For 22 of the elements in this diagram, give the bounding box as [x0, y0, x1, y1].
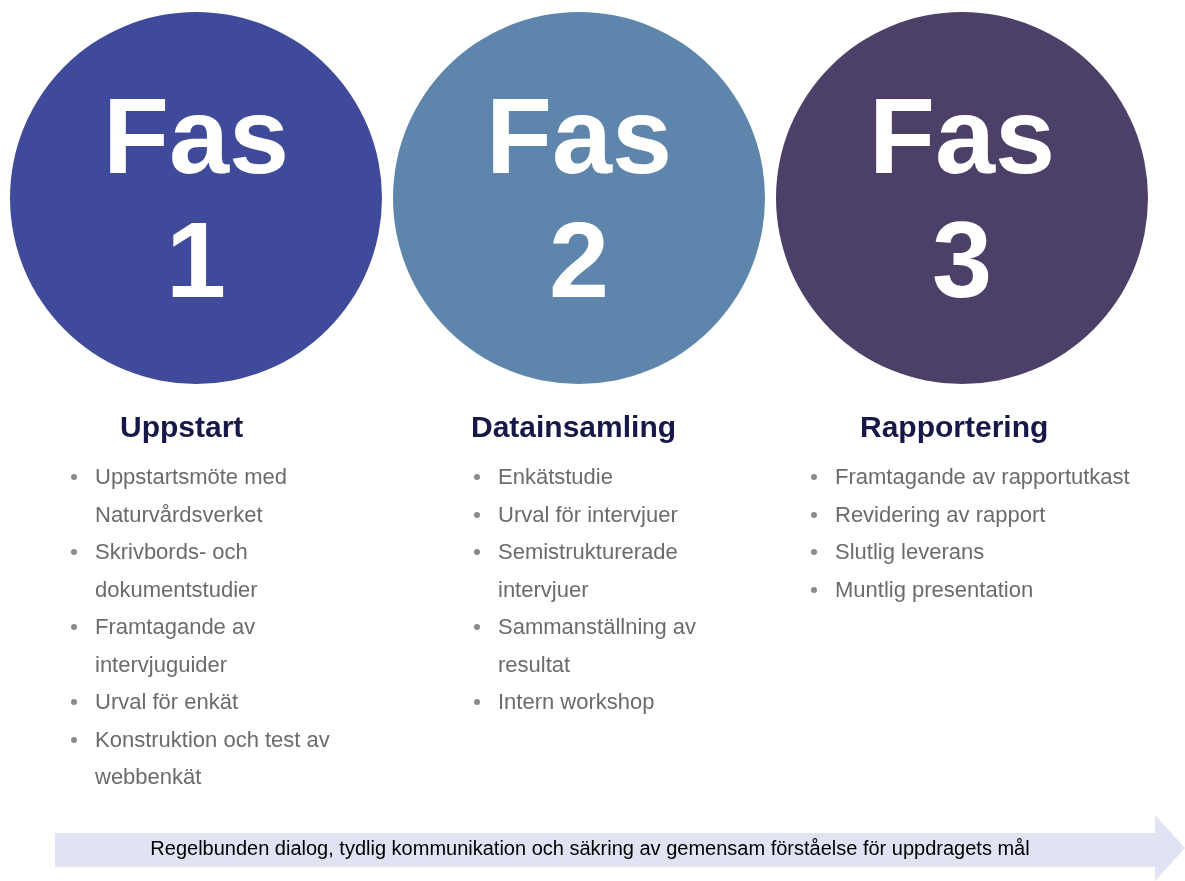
bullet-item: Muntlig presentation	[835, 576, 1034, 602]
bullet-item: Intern workshop	[498, 689, 655, 714]
phase-label: Fas 1	[101, 74, 291, 322]
phase-label: Fas 2	[484, 74, 674, 322]
arrow-band	[55, 815, 1185, 881]
bullet-item: Urval för enkät	[95, 689, 239, 714]
bullet-item: Sammanställning av resultat	[498, 614, 697, 677]
bullet-item: Semistrukturerade intervjuer	[498, 539, 678, 602]
bullet-item: Framtagande av rapportutkast	[835, 464, 1130, 489]
bullet-item: Revidering av rapport	[835, 501, 1046, 527]
bullet-item: Urval för intervjuer	[498, 501, 678, 527]
bullet-item: Framtagande av intervjuguider	[95, 614, 256, 677]
bullet-item: Uppstartsmöte med Naturvårdsverket	[95, 464, 287, 527]
phase-heading: Uppstart	[119, 410, 245, 444]
phase-heading: Datainsamling	[471, 410, 678, 444]
bullet-item: Skrivbords- och dokumentstudier	[95, 539, 258, 602]
bullet-item: Konstruktion och test av webbenkät	[95, 726, 330, 789]
phase-label: Fas 3	[867, 74, 1057, 322]
bullet-item: Enkätstudie	[498, 464, 613, 489]
band-text: Regelbunden dialog, tydlig kommunikation och säkring av gemensam förståelse för uppdragets mål	[150, 836, 1031, 860]
bullet-item: Slutlig leverans	[835, 539, 985, 564]
phase-heading: Rapportering	[859, 410, 1050, 444]
